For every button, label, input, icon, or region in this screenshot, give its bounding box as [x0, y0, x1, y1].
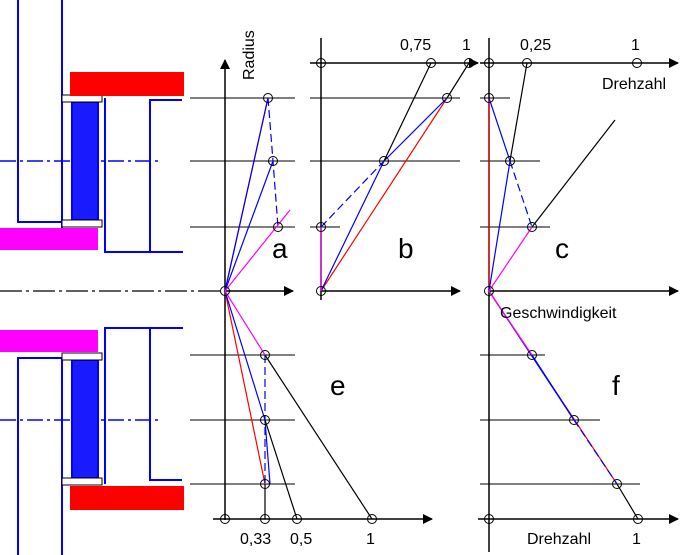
velocity-axis-label: Geschwindigkeit: [500, 305, 617, 322]
tick-b-1: 1: [462, 37, 471, 54]
upper-planet-bearing-bottom: [61, 219, 103, 228]
upper-planet-gear: [71, 101, 99, 221]
lower-planet-gear: [71, 359, 99, 479]
panel-label-a: a: [272, 233, 288, 264]
lower-left-shaft-outline: [17, 357, 63, 555]
panel-b-lines: [320, 62, 470, 292]
tick-e-05: 0,5: [290, 531, 312, 548]
top-speed-axis-label: Drehzahl: [602, 76, 666, 93]
tick-f-1: 1: [632, 531, 641, 548]
lower-sun-gear: [0, 330, 98, 352]
panel-label-e: e: [330, 370, 346, 401]
gear-mechanism: [0, 0, 225, 555]
upper-planet-bearing-top: [61, 94, 103, 103]
panel-f-lines: [488, 290, 639, 520]
lower-planet-bearing-bottom: [61, 477, 103, 486]
panel-c-lines: [488, 62, 616, 292]
panel-label-c: c: [555, 233, 569, 264]
panel-e-lines: [224, 290, 373, 520]
circle-markers: [220, 58, 643, 524]
tick-e-1: 1: [366, 531, 375, 548]
tick-c-025: 0,25: [520, 37, 551, 54]
radius-axis-label: Radius: [241, 30, 258, 80]
panel-a-lines: [224, 97, 291, 292]
upper-ring-gear: [70, 72, 184, 96]
lower-planet-bearing-top: [61, 352, 103, 361]
upper-sun-gear: [0, 228, 98, 250]
upper-left-shaft-outline: [17, 0, 63, 223]
panel-label-f: f: [612, 370, 620, 401]
tick-b-075: 0,75: [400, 37, 431, 54]
upper-right-housing: [104, 98, 182, 253]
tick-c-1: 1: [631, 37, 640, 54]
lower-ring-gear: [70, 486, 184, 510]
lower-right-housing: [104, 327, 182, 484]
bottom-speed-axis-label: Drehzahl: [527, 531, 591, 548]
panel-label-b: b: [398, 233, 414, 264]
tick-e-033: 0,33: [240, 531, 271, 548]
